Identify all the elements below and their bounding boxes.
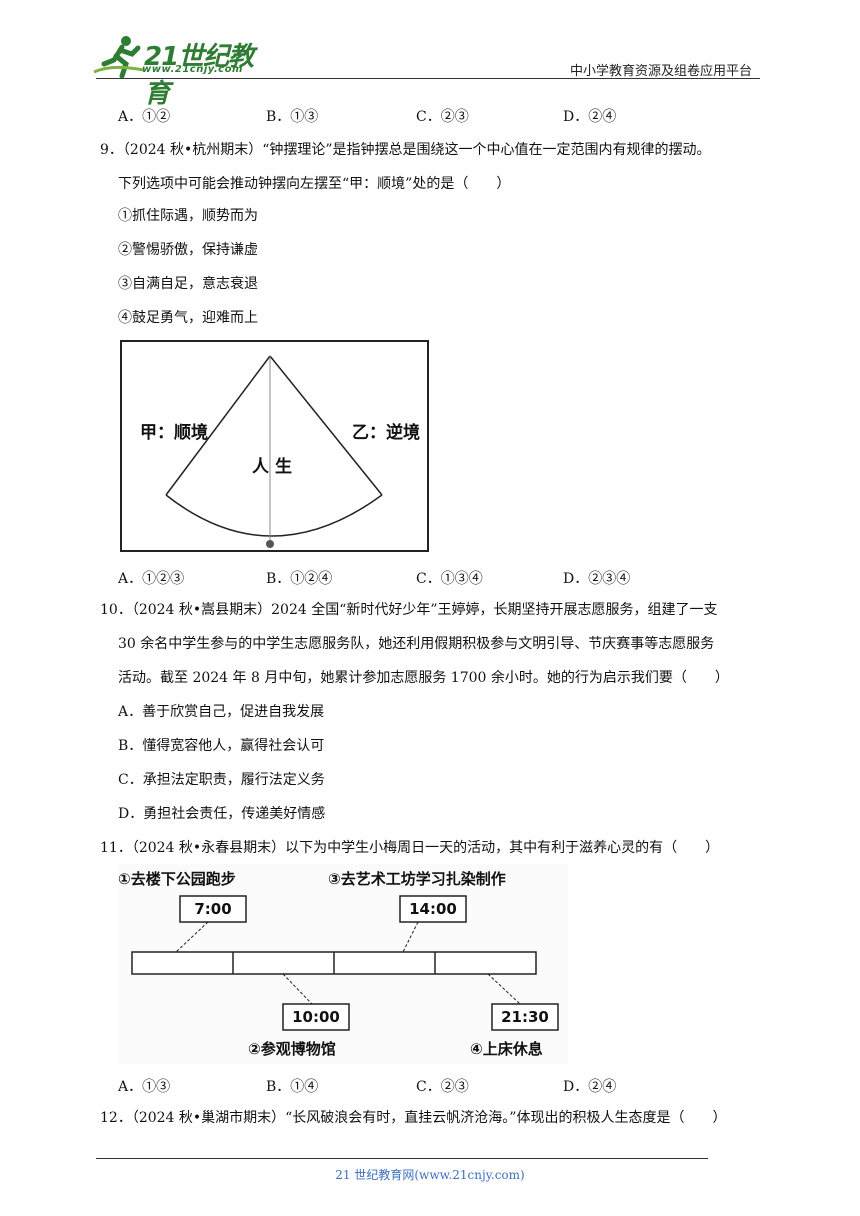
q10-option-c: C．承担法定职责，履行法定义务 xyxy=(118,772,325,788)
logo-text: 21世纪教育 xyxy=(144,42,254,109)
q8-option-c: C．②③ xyxy=(416,109,469,125)
activity-4-time: 21:30 xyxy=(501,1008,549,1026)
footer-divider xyxy=(96,1158,708,1159)
q10-option-a: A．善于欣赏自己，促进自我发展 xyxy=(118,704,325,720)
q8-option-b: B．①③ xyxy=(266,109,319,125)
header-divider xyxy=(96,78,760,79)
q10-stem-line2: 30 余名中学生参与的中学生志愿服务队，她还利用假期积极参与文明引导、节庆赛事等… xyxy=(118,636,715,652)
runner-logo-icon xyxy=(93,36,145,78)
platform-name: 中小学教育资源及组卷应用平台 xyxy=(570,64,753,79)
timeline-diagram xyxy=(131,895,559,1031)
q10-option-d: D．勇担社会责任，传递美好情感 xyxy=(118,806,326,822)
life-label: 人生 xyxy=(252,457,298,477)
q9-item-3: ③自满自足，意志衰退 xyxy=(118,276,258,292)
timeline-figure: ①去楼下公园跑步 7:00 ③去艺术工坊学习扎染制作 14:00 10:00 ②… xyxy=(118,864,568,1064)
q8-option-d: D．②④ xyxy=(563,109,617,125)
activity-3-label: ③去艺术工坊学习扎染制作 xyxy=(328,870,506,888)
q10-stem-line1: 10．（2024 秋•嵩县期末）2024 全国“新时代好少年”王婷婷，长期坚持开… xyxy=(100,602,718,618)
q9-option-c: C．①③④ xyxy=(416,571,483,587)
adverse-label: 乙：逆境 xyxy=(352,423,420,443)
q9-item-2: ②警惕骄傲，保持谦虚 xyxy=(118,242,258,258)
q9-option-d: D．②③④ xyxy=(563,571,631,587)
pendulum-figure: 甲：顺境 乙：逆境 人生 xyxy=(120,340,429,552)
q8-option-a: A．①② xyxy=(118,109,171,125)
logo-url: www.21cnjy.com xyxy=(142,64,243,75)
activity-2-time: 10:00 xyxy=(292,1008,340,1026)
q10-stem-line3: 活动。截至 2024 年 8 月中旬，她累计参加志愿服务 1700 余小时。她的… xyxy=(118,670,729,686)
activity-3-time: 14:00 xyxy=(409,900,457,918)
q12-stem: 12．（2024 秋•巢湖市期末）“长风破浪会有时，直挂云帆济沧海。”体现出的积… xyxy=(100,1110,727,1126)
q11-option-c: C．②③ xyxy=(416,1079,469,1095)
q9-stem-line2: 下列选项中可能会推动钟摆向左摆至“甲：顺境”处的是（ ） xyxy=(118,176,511,192)
q11-option-b: B．①④ xyxy=(266,1079,319,1095)
q9-option-b: B．①②④ xyxy=(266,571,333,587)
q9-option-a: A．①②③ xyxy=(118,571,185,587)
q11-option-a: A．①③ xyxy=(118,1079,171,1095)
q9-item-4: ④鼓足勇气，迎难而上 xyxy=(118,310,258,326)
q11-stem: 11．（2024 秋•永春县期末）以下为中学生小梅周日一天的活动，其中有利于滋养… xyxy=(100,840,720,856)
footer-link[interactable]: 21 世纪教育网(www.21cnjy.com) xyxy=(335,1168,525,1182)
activity-1-label: ①去楼下公园跑步 xyxy=(118,870,236,888)
activity-2-label: ②参观博物馆 xyxy=(248,1040,336,1058)
activity-4-label: ④上床休息 xyxy=(470,1040,543,1058)
q10-option-b: B．懂得宽容他人，赢得社会认可 xyxy=(118,738,325,754)
activity-1-time: 7:00 xyxy=(194,900,232,918)
pendulum-diagram xyxy=(165,355,383,548)
q9-stem-line1: 9．（2024 秋•杭州期末）“钟摆理论”是指钟摆总是围绕这一个中心值在一定范围… xyxy=(100,142,711,158)
favorable-label: 甲：顺境 xyxy=(140,423,208,443)
q11-option-d: D．②④ xyxy=(563,1079,617,1095)
q9-item-1: ①抓住际遇，顺势而为 xyxy=(118,208,258,224)
site-logo: 21世纪教育 www.21cnjy.com xyxy=(92,34,262,109)
